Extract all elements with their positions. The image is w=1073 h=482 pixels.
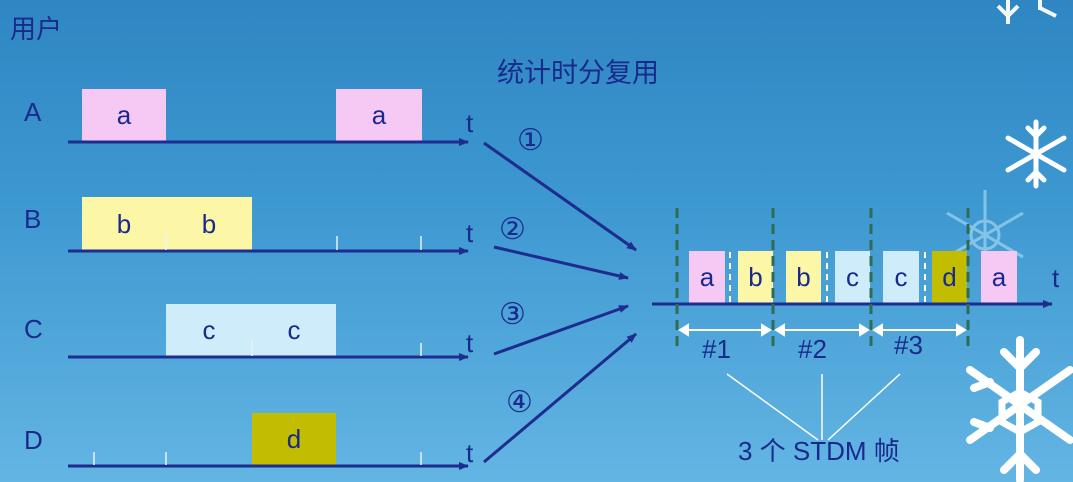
- time-label-a: t: [466, 108, 474, 138]
- slot-a1: a: [82, 89, 166, 142]
- snowflake-icon: [996, 0, 1057, 24]
- snowflake-icon: [1005, 119, 1067, 189]
- user-label-c: C: [24, 314, 43, 344]
- slot-d1: d: [252, 413, 336, 466]
- slot-c1: c: [166, 304, 252, 357]
- user-label-a: A: [24, 97, 42, 127]
- arrow-1: [483, 141, 637, 252]
- slot-b1: b: [82, 197, 166, 251]
- arrow-2: [493, 245, 629, 280]
- slot-a2: a: [336, 89, 422, 142]
- page-title: 统计时分复用: [497, 58, 659, 88]
- user-label-d: D: [24, 425, 43, 455]
- snowflake-icon: [966, 336, 1073, 482]
- out-slot-5: c: [883, 251, 919, 304]
- frame-label-2: #2: [798, 334, 827, 364]
- out-slot-2: b: [738, 251, 773, 304]
- time-label-b: t: [466, 218, 474, 248]
- out-slot-4: c: [835, 251, 870, 304]
- arrow-label-4: ④: [506, 386, 533, 419]
- slot-c2: c: [252, 304, 336, 357]
- arrow-3: [493, 304, 629, 356]
- frame-label-3: #3: [894, 330, 923, 360]
- out-slot-3: b: [786, 251, 821, 304]
- time-label-d: t: [466, 438, 474, 468]
- arrow-label-2: ②: [499, 213, 526, 246]
- frame-label-1: #1: [702, 334, 731, 364]
- out-slot-1: a: [689, 251, 725, 304]
- time-label-c: t: [466, 328, 474, 358]
- out-slot-6: d: [932, 251, 967, 304]
- out-slot-7: a: [981, 251, 1017, 304]
- time-label-output: t: [1052, 263, 1060, 293]
- arrow-4: [483, 332, 637, 464]
- user-label-b: B: [24, 204, 42, 234]
- slot-b2: b: [166, 197, 252, 251]
- user-heading: 用户: [10, 14, 63, 44]
- arrow-label-3: ③: [499, 298, 526, 331]
- arrow-label-1: ①: [517, 124, 544, 157]
- stdm-caption: 3 个 STDM 帧: [738, 436, 900, 466]
